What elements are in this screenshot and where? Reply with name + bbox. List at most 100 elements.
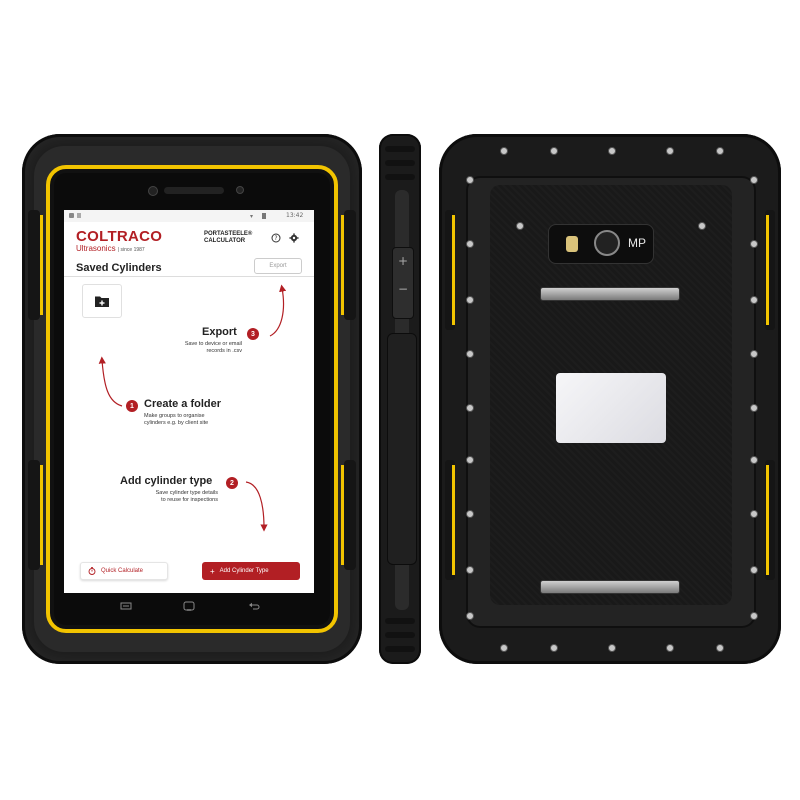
screw-icon	[750, 456, 758, 464]
side-key-panel[interactable]	[387, 333, 417, 565]
create-folder-button[interactable]	[82, 284, 122, 318]
screw-icon	[466, 612, 474, 620]
cylinder-hint-text: Save cylinder type details to reuse for …	[124, 490, 218, 504]
side-ridge-top-2	[385, 160, 415, 166]
back-right-yellow-lower	[766, 465, 769, 575]
export-arrow	[269, 284, 287, 337]
screw-icon	[466, 566, 474, 574]
right-grip-lower	[344, 460, 356, 570]
side-ridge-top	[385, 146, 415, 152]
product-title: PORTASTEELE®	[204, 231, 253, 237]
product-subtitle: CALCULATOR	[204, 238, 246, 244]
front-camera-icon	[148, 186, 158, 196]
rear-camera-lens-icon	[594, 230, 620, 256]
notification-icon	[69, 213, 74, 218]
screw-icon	[500, 147, 508, 155]
export-button[interactable]: Export	[254, 258, 302, 274]
screw-icon	[500, 644, 508, 652]
header-divider	[64, 276, 314, 277]
brand-logo-text: COLTRACO	[76, 228, 163, 245]
folder-hint-title: Create a folder	[144, 398, 222, 410]
right-grip-upper	[344, 210, 356, 320]
camera-label: MP	[628, 236, 646, 250]
side-ridge-bottom-3	[385, 646, 415, 652]
screw-icon	[750, 566, 758, 574]
screw-icon	[750, 350, 758, 358]
right-yellow-strip-lower	[341, 465, 344, 565]
screw-icon	[516, 222, 524, 230]
gear-icon[interactable]	[288, 232, 300, 244]
export-hint-line2: records in .csv	[206, 348, 242, 354]
export-hint-text: Save to device or email records in .csv	[164, 341, 242, 355]
battery-icon	[262, 213, 266, 219]
volume-down-icon[interactable]: −	[397, 282, 409, 296]
screw-icon	[550, 644, 558, 652]
step-3-badge: 3	[247, 328, 259, 340]
add-cylinder-type-label: Add Cylinder Type	[219, 568, 269, 574]
cylinder-arrow	[245, 481, 268, 532]
left-yellow-strip-lower	[40, 465, 43, 565]
left-grip-lower	[28, 460, 40, 570]
step-2-badge: 2	[226, 477, 238, 489]
back-icon[interactable]	[248, 601, 260, 611]
home-icon[interactable]	[183, 601, 195, 611]
screw-icon	[466, 350, 474, 358]
folder-arrow	[98, 356, 123, 407]
back-left-grip-lower	[445, 460, 455, 580]
step-1-badge: 1	[126, 400, 138, 412]
quick-calculate-label: Quick Calculate	[101, 568, 144, 574]
side-ridge-bottom	[385, 618, 415, 624]
left-grip-upper	[28, 210, 40, 320]
screw-icon	[716, 147, 724, 155]
product-name: PORTASTEELE® CALCULATOR	[204, 231, 252, 245]
brand-subtitle: Ultrasonics | since 1987	[76, 244, 145, 253]
nfc-window	[556, 373, 666, 443]
right-yellow-strip-upper	[341, 215, 344, 315]
screw-icon	[716, 644, 724, 652]
page-title: Saved Cylinders	[76, 262, 162, 274]
screw-icon	[750, 404, 758, 412]
wifi-icon: ▾	[250, 213, 254, 220]
side-ridge-top-3	[385, 174, 415, 180]
folder-hint-line1: Make groups to organise	[144, 413, 205, 419]
screw-icon	[466, 404, 474, 412]
top-rail	[540, 287, 680, 301]
screw-icon	[466, 456, 474, 464]
export-hint-title: Export	[202, 326, 237, 338]
add-cylinder-type-button[interactable]: + Add Cylinder Type	[202, 562, 300, 580]
screw-icon	[750, 296, 758, 304]
folder-hint-line2: cylinders e.g. by client site	[144, 420, 209, 426]
cylinder-hint-title: Add cylinder type	[120, 475, 213, 487]
back-left-yellow-upper	[452, 215, 455, 325]
screw-icon	[750, 240, 758, 248]
android-nav-bar	[64, 593, 314, 619]
screw-icon	[750, 612, 758, 620]
bottom-rail	[540, 580, 680, 594]
earpiece-speaker	[164, 187, 224, 194]
hint-arrows	[98, 284, 287, 532]
screw-icon	[466, 296, 474, 304]
screw-icon	[608, 644, 616, 652]
quick-calculate-button[interactable]: Quick Calculate	[80, 562, 168, 580]
side-ridge-bottom-2	[385, 632, 415, 638]
screw-icon	[608, 147, 616, 155]
volume-up-icon[interactable]: +	[397, 254, 409, 268]
flash-icon	[566, 236, 578, 252]
screw-icon	[698, 222, 706, 230]
sensor-icon	[236, 186, 244, 194]
screw-icon	[466, 176, 474, 184]
recents-icon[interactable]	[120, 602, 132, 610]
cylinder-hint-line2: to reuse for inspections	[161, 497, 218, 503]
back-left-yellow-lower	[452, 465, 455, 575]
left-yellow-strip-upper	[40, 215, 43, 315]
volume-rocker[interactable]: + −	[392, 247, 414, 319]
status-bar: ▾ 13:42	[64, 210, 314, 222]
screw-icon	[466, 240, 474, 248]
screw-icon	[750, 510, 758, 518]
cylinder-hint-line1: Save cylinder type details	[155, 490, 218, 496]
screw-icon	[666, 147, 674, 155]
status-time: 13:42	[286, 212, 304, 219]
help-circle-icon[interactable]: ?	[270, 232, 282, 244]
brand-sub-text: Ultrasonics	[76, 244, 116, 253]
svg-text:?: ?	[274, 235, 277, 242]
